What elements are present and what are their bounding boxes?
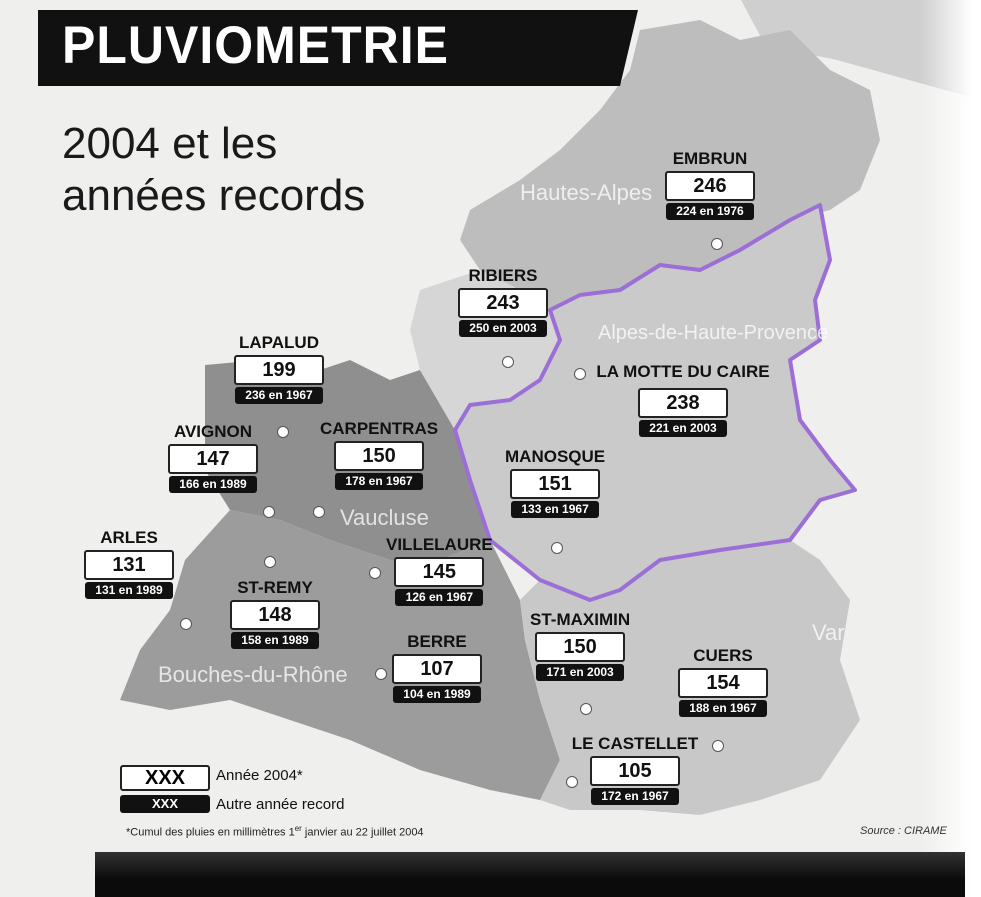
station-record: 224 en 1976 [666,203,754,220]
station-lapalud: LAPALUD 199 236 en 1967 [234,333,324,404]
footnote-superscript: er [294,824,302,833]
station-value-2004: 199 [234,355,324,385]
station-value-2004: 243 [458,288,548,318]
station-avignon: AVIGNON 147 166 en 1989 [168,422,258,493]
station-villelaure: VILLELAURE 145 126 en 1967 [386,535,493,606]
station-dot-le-castellet [566,776,578,788]
station-st-remy: ST-REMY 148 158 en 1989 [230,578,320,649]
station-name: CUERS [693,646,753,665]
station-record: 126 en 1967 [395,589,484,606]
station-name: RIBIERS [468,266,538,285]
station-dot-avignon [277,426,289,438]
station-value-2004: 107 [392,654,482,684]
station-name: LE CASTELLET [571,734,699,753]
subtitle: 2004 et les années records [62,118,462,222]
station-ribiers: RIBIERS 243 250 en 2003 [458,266,548,337]
station-dot-st-remy [264,556,276,568]
station-dot-ribiers [502,356,514,368]
station-carpentras: CARPENTRAS 150 178 en 1967 [320,419,438,490]
station-value-2004: 145 [394,557,485,587]
station-value-2004: 148 [230,600,320,630]
station-dot-arles [180,618,192,630]
station-name: VILLELAURE [386,535,493,554]
subtitle-line-1: 2004 et les [62,119,278,168]
station-embrun: EMBRUN 246 224 en 1976 [665,149,755,220]
region-label-bouches-du-rhone: Bouches-du-Rhône [158,662,348,687]
station-value-2004: 105 [590,756,680,786]
station-dot-la-motte [574,368,586,380]
station-dot-lapalud [313,506,325,518]
station-value-2004: 151 [510,469,601,499]
source-credit: Source : CIRAME [860,825,947,837]
region-label-alpes-hp: Alpes-de-Haute-Provence [598,322,829,344]
station-name: LAPALUD [239,333,319,352]
station-record: 178 en 1967 [335,473,424,490]
highlight-border [453,203,857,602]
station-record: 221 en 2003 [639,420,727,437]
station-record: 172 en 1967 [591,788,679,805]
region-label-hautes-alpes: Hautes-Alpes [520,180,653,205]
region-hautes-alpes-shape [460,20,880,310]
station-dot-manosque [551,542,563,554]
station-record: 171 en 2003 [536,664,625,681]
station-st-maximin: ST-MAXIMIN 150 171 en 2003 [530,610,630,681]
footnote: *Cumul des pluies en millimètres 1er jan… [126,824,424,839]
station-name: ST-REMY [237,578,313,597]
legend-box-label: Année 2004* [216,767,303,784]
station-value-2004: 238 [638,388,728,418]
station-dot-cuers [712,740,724,752]
subtitle-line-2: années records [62,171,366,220]
station-name: BERRE [407,632,467,651]
station-dot-st-maximin [580,703,592,715]
station-name: LA MOTTE DU CAIRE [596,362,770,381]
station-name: CARPENTRAS [320,419,439,438]
footnote-end: janvier au 22 juillet 2004 [301,826,424,839]
station-value-2004: 150 [535,632,626,662]
region-bouches-du-rhone-shape [120,510,560,800]
station-dot-berre [375,668,387,680]
station-arles: ARLES 131 131 en 1989 [84,528,174,599]
region-label-var: Var [812,620,845,645]
legend-black-sample: XXX [120,795,210,813]
legend-box-sample: XXX [120,765,210,791]
station-record: 188 en 1967 [679,700,767,717]
page-title: PLUVIOMETRIE [62,15,450,75]
station-le-castellet: LE CASTELLET 105 172 en 1967 [565,734,705,805]
station-dot-carpentras [263,506,275,518]
legend-black-label: Autre année record [216,796,345,813]
header-band [38,10,638,86]
region-label-vaucluse: Vaucluse [340,505,429,530]
station-record: 104 en 1989 [393,686,481,703]
station-record: 158 en 1989 [231,632,319,649]
paper-edge-shadow [921,0,981,897]
station-value-2004: 150 [334,441,425,471]
station-cuers: CUERS 154 188 en 1967 [678,646,768,717]
station-record: 250 en 2003 [459,320,547,337]
station-name: ST-MAXIMIN [530,610,631,629]
station-record: 236 en 1967 [235,387,323,404]
station-value-2004: 147 [168,444,258,474]
station-dot-embrun [711,238,723,250]
station-record: 166 en 1989 [169,476,257,493]
station-value-2004: 154 [678,668,768,698]
station-la-motte-du-caire: LA MOTTE DU CAIRE 238 221 en 2003 [588,362,778,437]
footer-band [95,852,965,897]
footnote-start: *Cumul des pluies en millimètres 1 [126,826,295,839]
station-manosque: MANOSQUE 151 133 en 1967 [505,447,605,518]
station-value-2004: 131 [84,550,174,580]
station-name: ARLES [100,528,158,547]
station-record: 133 en 1967 [511,501,600,518]
station-berre: BERRE 107 104 en 1989 [392,632,482,703]
station-name: MANOSQUE [505,447,606,466]
station-name: AVIGNON [173,422,253,441]
station-value-2004: 246 [665,171,755,201]
station-record: 131 en 1989 [85,582,173,599]
station-dot-villelaure [369,567,381,579]
station-name: EMBRUN [672,149,748,168]
